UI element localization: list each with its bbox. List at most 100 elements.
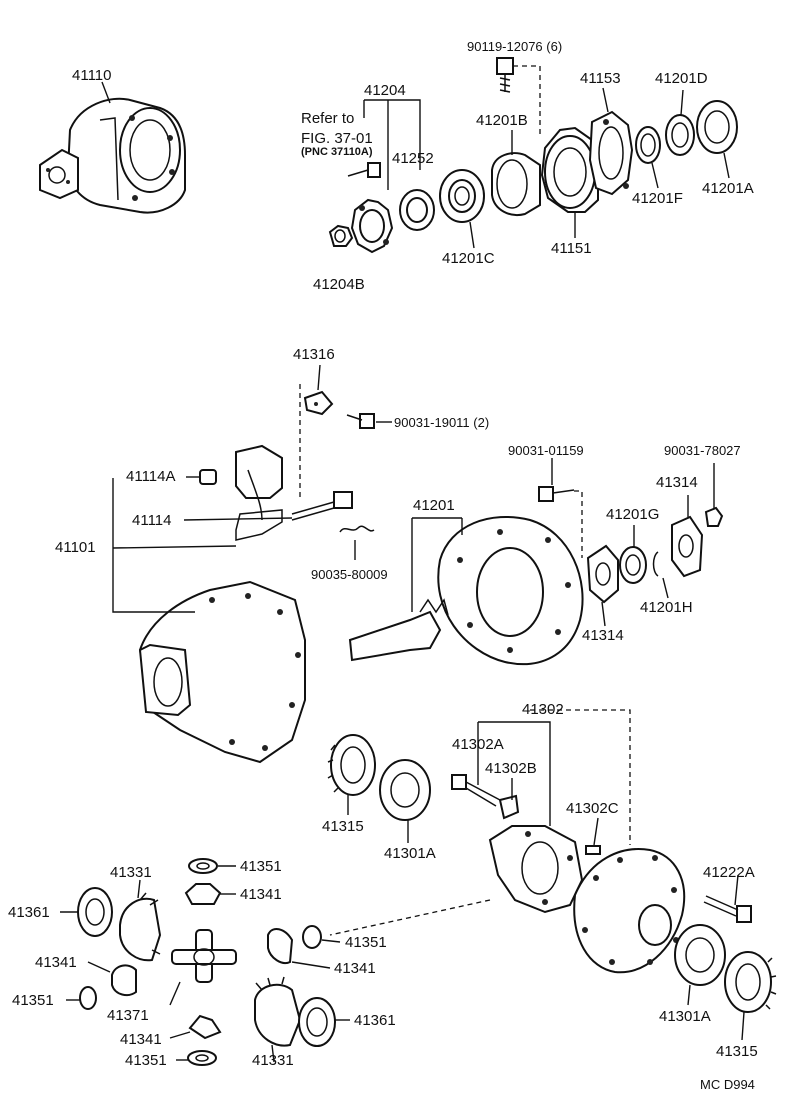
leader-41331-top <box>137 879 141 899</box>
leader-41204 <box>363 99 421 190</box>
part-41301A-bearing-right <box>674 924 726 986</box>
part-41361-thrust-washer-right <box>298 997 336 1047</box>
label-41204B: 41204B <box>313 276 365 293</box>
part-41252-oil-seal <box>399 189 435 231</box>
label-41316: 41316 <box>293 346 335 363</box>
dashed-guide-bolt-90119 <box>513 65 541 135</box>
leader-41201C <box>469 221 475 249</box>
part-41371-pinion-shaft <box>171 929 237 983</box>
label-41201: 41201 <box>413 497 455 514</box>
label-41151: 41151 <box>551 240 592 257</box>
part-41315-adjusting-nut-right <box>724 951 777 1013</box>
part-41351-washer-b <box>302 925 322 949</box>
part-41201B-bearing-cup <box>491 152 541 216</box>
leader-41341-c <box>169 1031 191 1039</box>
label-41314-lower: 41314 <box>582 627 624 644</box>
label-41201A-top: 41201A <box>702 180 754 197</box>
leader-41222A <box>734 874 739 906</box>
label-41301A-left: 41301A <box>384 845 436 862</box>
dashed-guide-90031-01159 <box>574 490 583 558</box>
label-41101: 41101 <box>55 539 96 556</box>
dashed-guide-gears <box>329 899 491 936</box>
part-41302C-pin <box>585 845 601 855</box>
footer-code: MC D994 <box>700 1077 755 1092</box>
leader-41201A <box>723 152 730 179</box>
label-41201H: 41201H <box>640 599 693 616</box>
label-41302A: 41302A <box>452 736 504 753</box>
bolt-90031-19011 <box>346 413 375 429</box>
refer-note-line1: Refer to <box>301 110 354 127</box>
bolt-90119-12076 <box>496 57 514 93</box>
nut-90031-78027 <box>704 506 724 527</box>
part-41114A-pin <box>199 469 217 485</box>
label-41341-a: 41341 <box>240 886 282 903</box>
part-41151-housing <box>540 126 599 213</box>
part-41201-ring-gear-pinion <box>348 515 584 666</box>
part-41341-pinion-c <box>188 1014 222 1040</box>
label-90119-12076: 90119-12076 (6) <box>467 39 562 54</box>
part-41302B-lock-plate <box>498 794 520 820</box>
label-41341-left: 41341 <box>35 954 77 971</box>
label-90035-80009: 90035-80009 <box>311 567 388 582</box>
leader-41314-lower <box>601 601 606 627</box>
label-41201G: 41201G <box>606 506 659 523</box>
leader-41110 <box>101 81 111 104</box>
label-41331-top: 41331 <box>110 864 152 881</box>
label-41114: 41114 <box>132 512 172 529</box>
part-41361-thrust-washer-left <box>77 887 113 937</box>
part-41351-washer-a <box>188 858 218 874</box>
label-41341-b: 41341 <box>334 960 376 977</box>
label-41315-left: 41315 <box>322 818 364 835</box>
leader-41315-right <box>741 1011 745 1041</box>
leader-41341-left <box>87 961 111 973</box>
part-41222A-bolt <box>703 895 752 923</box>
label-41252: 41252 <box>392 150 434 167</box>
label-90031-78027: 90031-78027 <box>664 443 741 458</box>
clip-90035-80009 <box>339 525 375 533</box>
leader-41302C <box>593 817 599 846</box>
part-41351-washer-c <box>187 1050 217 1066</box>
label-41201F: 41201F <box>632 190 683 207</box>
leader-41201D <box>680 89 684 116</box>
label-41222A: 41222A <box>703 864 755 881</box>
label-41351-b: 41351 <box>345 934 387 951</box>
part-41101-carrier <box>138 580 306 764</box>
label-41314-upper: 41314 <box>656 474 698 491</box>
label-41361-left: 41361 <box>8 904 50 921</box>
part-41201H-snap-ring <box>652 551 659 577</box>
label-41351-a: 41351 <box>240 858 282 875</box>
label-41302C: 41302C <box>566 800 619 817</box>
part-41331-side-gear-bottom <box>254 976 302 1047</box>
label-41371: 41371 <box>107 1007 149 1024</box>
part-41301A-bearing-left <box>379 759 431 821</box>
leader-41201F <box>651 162 659 189</box>
leader-41153 <box>602 87 609 113</box>
leader-41371 <box>169 981 181 1006</box>
part-41316-lock-plate <box>303 390 334 416</box>
bolt-90031-01159 <box>538 486 575 502</box>
part-41204-companion-flange <box>350 198 394 254</box>
label-41301A-right: 41301A <box>659 1008 711 1025</box>
label-41331-bottom: 41331 <box>252 1052 294 1069</box>
label-41351-left: 41351 <box>12 992 54 1009</box>
part-41114-bolt <box>291 491 353 521</box>
label-90031-01159: 90031-01159 <box>508 443 584 458</box>
label-41114A: 41114A <box>126 468 176 485</box>
part-41201D-bearing <box>665 114 695 156</box>
part-41201C-bearing <box>439 169 485 223</box>
part-41351-washer-left <box>79 986 97 1010</box>
label-41302: 41302 <box>522 701 564 718</box>
label-41315-right: 41315 <box>716 1043 758 1060</box>
part-41201G-bearing <box>619 546 647 584</box>
leader-41341-b <box>291 961 331 969</box>
part-41331-side-gear-top <box>119 892 162 962</box>
refer-note-line3: (PNC 37110A) <box>301 146 373 158</box>
label-90031-19011: 90031-19011 (2) <box>394 415 489 430</box>
label-41153: 41153 <box>580 70 621 87</box>
leader-41301A-right <box>687 984 691 1006</box>
label-41351-c: 41351 <box>125 1052 167 1069</box>
bolt-refer-fig <box>347 162 381 178</box>
leader-41201 <box>411 517 463 612</box>
part-41302-case-right <box>573 848 686 974</box>
part-41314-gasket-upper <box>671 515 704 578</box>
